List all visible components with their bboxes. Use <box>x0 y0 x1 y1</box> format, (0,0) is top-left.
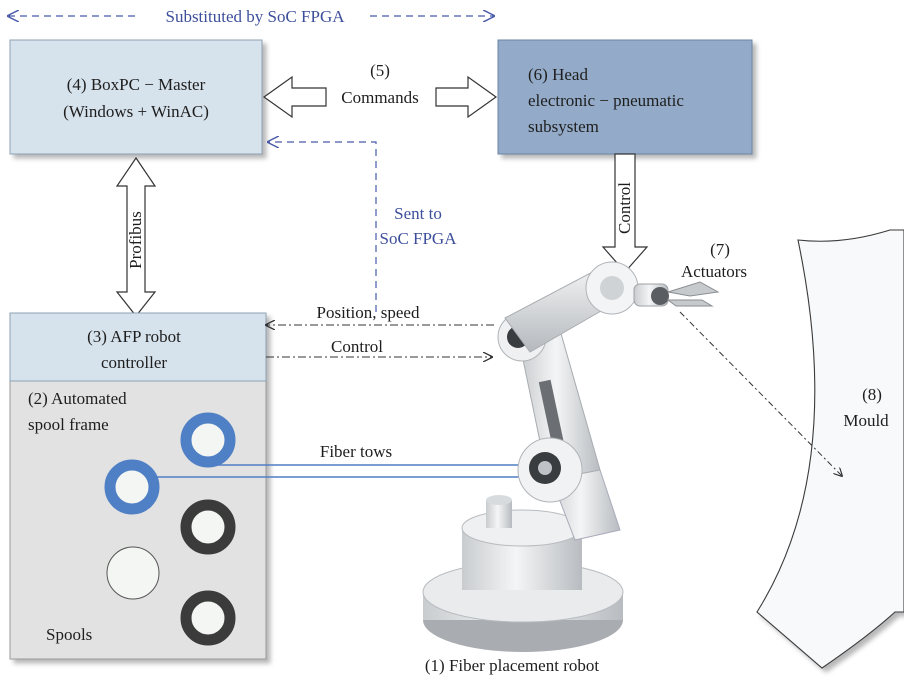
controller-title: (3) AFP robot <box>87 327 181 346</box>
control-horizontal-label: Control <box>331 337 383 356</box>
robot-controller-box: (3) AFP robot controller <box>9 312 267 382</box>
banner-label: Substituted by SoC FPGA <box>165 7 345 26</box>
profibus-label: Profibus <box>126 211 145 269</box>
spool-frame-subtitle: spool frame <box>28 415 109 434</box>
spool-dark-2 <box>180 590 236 646</box>
boxpc-subtitle: (Windows + WinAC) <box>63 102 209 121</box>
spool-empty <box>106 546 160 600</box>
mould: (8) Mould <box>756 229 904 669</box>
spools <box>104 412 236 646</box>
spool-blue-2 <box>104 459 160 515</box>
boxpc-title: (4) BoxPC − Master <box>67 75 206 94</box>
spool-blue-1 <box>180 412 236 468</box>
head-line3: subsystem <box>528 117 599 136</box>
head-title: (6) Head <box>528 65 588 84</box>
head-subsystem-box: (6) Head electronic − pneumatic subsyste… <box>497 39 753 155</box>
actuators-number: (7) <box>710 240 730 259</box>
head-line2: electronic − pneumatic <box>528 91 684 110</box>
commands-label: Commands <box>341 88 418 107</box>
sent-to-fpga-path: Sent to SoC FPGA <box>268 142 457 312</box>
substituted-banner: Substituted by SoC FPGA <box>8 7 494 26</box>
sent-to-line2: SoC FPGA <box>379 229 457 248</box>
mould-label: Mould <box>843 411 889 430</box>
profibus-arrow: Profibus <box>115 156 157 317</box>
sent-to-line1: Sent to <box>394 204 442 223</box>
spool-frame-title: (2) Automated <box>28 389 127 408</box>
fiber-tows: Fiber tows <box>150 442 540 478</box>
fiber-tows-label: Fiber tows <box>320 442 392 461</box>
feedback-arrows: Position, speed Control <box>266 303 494 357</box>
actuators-label: Actuators <box>681 262 747 281</box>
control-vertical-label: Control <box>615 182 634 234</box>
robot-caption: (1) Fiber placement robot <box>425 656 599 675</box>
position-speed-label: Position, speed <box>317 303 420 322</box>
controller-subtitle: controller <box>101 353 167 372</box>
commands-number: (5) <box>370 61 390 80</box>
actuator-path <box>679 311 842 476</box>
fiber-placement-robot: (1) Fiber placement robot <box>422 261 720 675</box>
commands-arrow: (5) Commands <box>262 61 498 119</box>
control-down-arrow: Control <box>601 153 649 273</box>
boxpc-master-box: (4) BoxPC − Master (Windows + WinAC) <box>9 39 263 155</box>
spools-label: Spools <box>46 625 92 644</box>
mould-number: (8) <box>862 385 882 404</box>
spool-dark-1 <box>180 499 236 555</box>
